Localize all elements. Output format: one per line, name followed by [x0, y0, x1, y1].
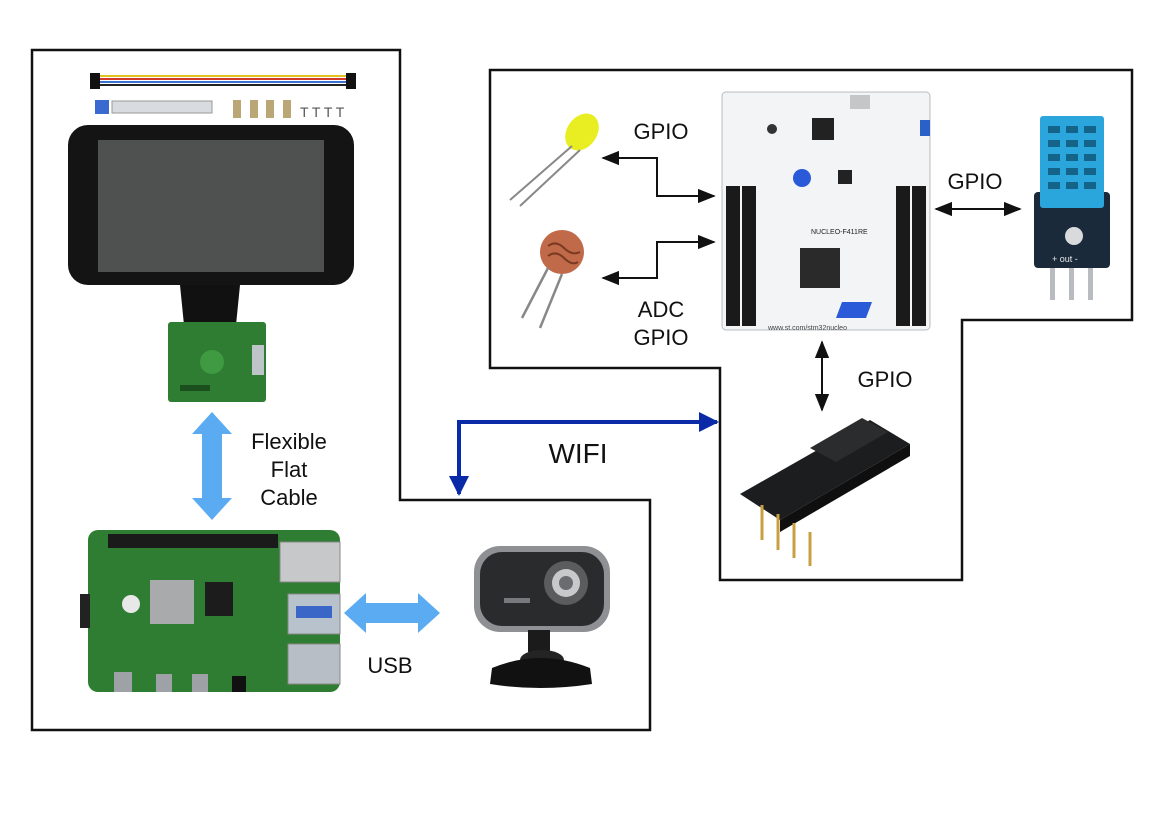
nucleo-board — [721, 91, 931, 331]
label-line-cable: Cable — [260, 485, 318, 510]
webcam — [474, 546, 610, 688]
stm32-system-outline — [488, 68, 1134, 582]
dht11-sensor — [1034, 116, 1110, 300]
raspberry-pi-system-outline — [30, 48, 652, 732]
label-line-adc: ADC — [637, 297, 685, 322]
led — [509, 113, 599, 207]
wifi-label: WIFI — [548, 438, 608, 469]
raspberry-pi-board — [80, 530, 341, 692]
dht11-pin-labels: + out - — [1052, 254, 1078, 264]
svg-text:T T T T: T T T T — [300, 104, 345, 120]
nucleo-url-text: www.st.com/stm32nucleo — [767, 325, 847, 332]
ldr-adc-gpio-label: ADC GPIO — [626, 296, 696, 352]
led-gpio-label: GPIO — [633, 119, 689, 144]
touchscreen-display: T T T T — [68, 73, 356, 402]
wifi-arrow — [449, 412, 719, 496]
label-line-flat: Flat — [270, 457, 308, 482]
usb-arrow — [344, 593, 440, 633]
nucleo-model-text: NUCLEO-F411RE — [811, 229, 868, 236]
ldr-adc-gpio-arrow — [601, 234, 716, 286]
esp01-module — [740, 418, 910, 566]
label-line-flexible: Flexible — [251, 429, 327, 454]
usb-label: USB — [367, 653, 413, 678]
flexible-flat-cable-arrow — [192, 412, 232, 520]
label-line-gpio: GPIO — [633, 325, 689, 350]
flexible-flat-cable-label: Flexible Flat Cable — [246, 428, 332, 512]
photoresistor — [520, 230, 584, 329]
dht11-gpio-label: GPIO — [947, 169, 1003, 194]
led-gpio-arrow — [601, 150, 716, 204]
esp01-gpio-label: GPIO — [857, 367, 913, 392]
